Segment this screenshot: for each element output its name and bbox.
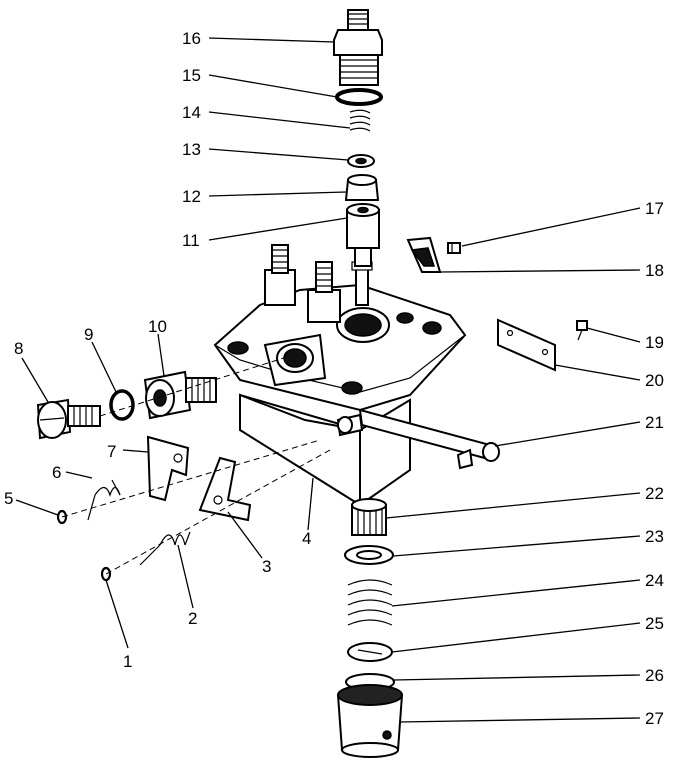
gear-22 bbox=[351, 498, 387, 536]
callout-22: 22 bbox=[645, 484, 664, 503]
callout-25: 25 bbox=[645, 614, 664, 633]
callout-20: 20 bbox=[645, 371, 664, 390]
control-shaft bbox=[336, 408, 500, 470]
callout-8: 8 bbox=[14, 339, 23, 358]
bracket-18 bbox=[406, 236, 442, 273]
pump-body bbox=[213, 244, 467, 507]
callout-12: 12 bbox=[182, 187, 201, 206]
callout-5: 5 bbox=[4, 489, 13, 508]
callout-4: 4 bbox=[302, 529, 311, 548]
delivery-valve-holder bbox=[333, 9, 383, 86]
callout-27: 27 bbox=[645, 709, 664, 728]
lever-3 bbox=[198, 456, 252, 522]
screw-17 bbox=[447, 242, 461, 254]
callout-2: 2 bbox=[188, 609, 197, 628]
callout-26: 26 bbox=[645, 666, 664, 685]
callout-7: 7 bbox=[107, 442, 116, 461]
callout-24: 24 bbox=[645, 571, 664, 590]
valve-12 bbox=[344, 174, 380, 201]
callout-9: 9 bbox=[84, 325, 93, 344]
seat-25 bbox=[347, 642, 393, 662]
assembly-line-b bbox=[105, 449, 331, 575]
plunger-barrel-11 bbox=[346, 203, 380, 267]
callout-1: 1 bbox=[123, 652, 132, 671]
callout-11: 11 bbox=[182, 231, 200, 250]
callout-21: 21 bbox=[645, 413, 664, 432]
spring-24 bbox=[347, 579, 393, 626]
spring-2 bbox=[139, 531, 191, 566]
callout-3: 3 bbox=[262, 557, 271, 576]
spring-14 bbox=[349, 109, 371, 132]
plug-8 bbox=[36, 398, 101, 440]
o-ring-9 bbox=[109, 389, 135, 421]
callout-labels: 16 15 14 13 12 11 17 18 19 20 21 22 23 2… bbox=[4, 29, 664, 728]
callout-15: 15 bbox=[182, 66, 201, 85]
o-ring-15 bbox=[335, 88, 383, 106]
callout-6: 6 bbox=[52, 463, 61, 482]
callout-14: 14 bbox=[182, 103, 201, 122]
tappet-27 bbox=[336, 684, 404, 758]
clip-5 bbox=[56, 509, 68, 525]
leader-lines bbox=[15, 37, 641, 723]
callout-16: 16 bbox=[182, 29, 201, 48]
washer-23 bbox=[344, 545, 394, 565]
callout-10: 10 bbox=[148, 317, 167, 336]
callout-13: 13 bbox=[182, 140, 201, 159]
callout-23: 23 bbox=[645, 527, 664, 546]
callout-17: 17 bbox=[645, 199, 664, 218]
lever-7 bbox=[146, 435, 190, 502]
callout-19: 19 bbox=[645, 333, 664, 352]
washer-13 bbox=[347, 154, 375, 168]
assembly-line-c bbox=[99, 355, 291, 417]
callout-18: 18 bbox=[645, 261, 664, 280]
plate-20 bbox=[497, 318, 556, 372]
assembly-line-a bbox=[61, 439, 321, 518]
fitting-10 bbox=[143, 370, 217, 420]
spring-6 bbox=[87, 479, 121, 521]
screw-19 bbox=[576, 320, 588, 341]
